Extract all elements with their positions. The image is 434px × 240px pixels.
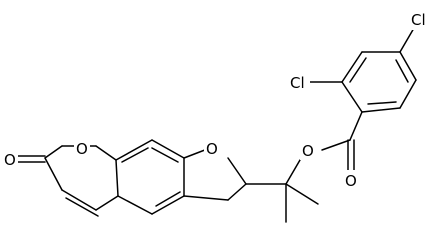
bond (399, 51, 417, 81)
bond (341, 81, 363, 113)
bond (349, 57, 367, 83)
bond (151, 195, 185, 215)
bond (367, 101, 397, 105)
bond (341, 51, 363, 83)
bond (227, 183, 247, 201)
bond (183, 195, 229, 201)
chlorine-4-label: Cl (411, 11, 426, 29)
bond (227, 157, 247, 185)
chlorine-2-label: Cl (290, 74, 305, 92)
bond (395, 59, 409, 83)
carbonyl-oxygen-label: O (4, 151, 16, 169)
bond (361, 107, 401, 113)
bond (155, 191, 181, 207)
bond (321, 139, 351, 151)
furan-oxygen-label: O (206, 140, 218, 158)
atom-labels: O O O O O Cl Cl (2, 10, 432, 190)
bond (95, 145, 117, 161)
bond (117, 195, 153, 215)
bond (285, 183, 319, 205)
bond (349, 111, 363, 141)
bond (151, 147, 179, 163)
bond (399, 79, 417, 109)
bonds (17, 27, 417, 223)
bond (115, 139, 153, 161)
bond (399, 27, 415, 53)
bond (65, 197, 99, 217)
bond (151, 139, 185, 159)
bond (95, 195, 119, 211)
bond (121, 147, 149, 163)
molecule-structure: O O O O O Cl Cl (2, 10, 432, 223)
bond (44, 157, 63, 191)
ring-oxygen-label: O (76, 140, 88, 158)
bond (285, 159, 301, 185)
bond (61, 189, 97, 211)
ester-oxygen-label: O (302, 142, 314, 160)
bond (115, 159, 119, 197)
bond (44, 145, 63, 159)
ester-carbonyl-oxygen-label: O (345, 172, 357, 190)
